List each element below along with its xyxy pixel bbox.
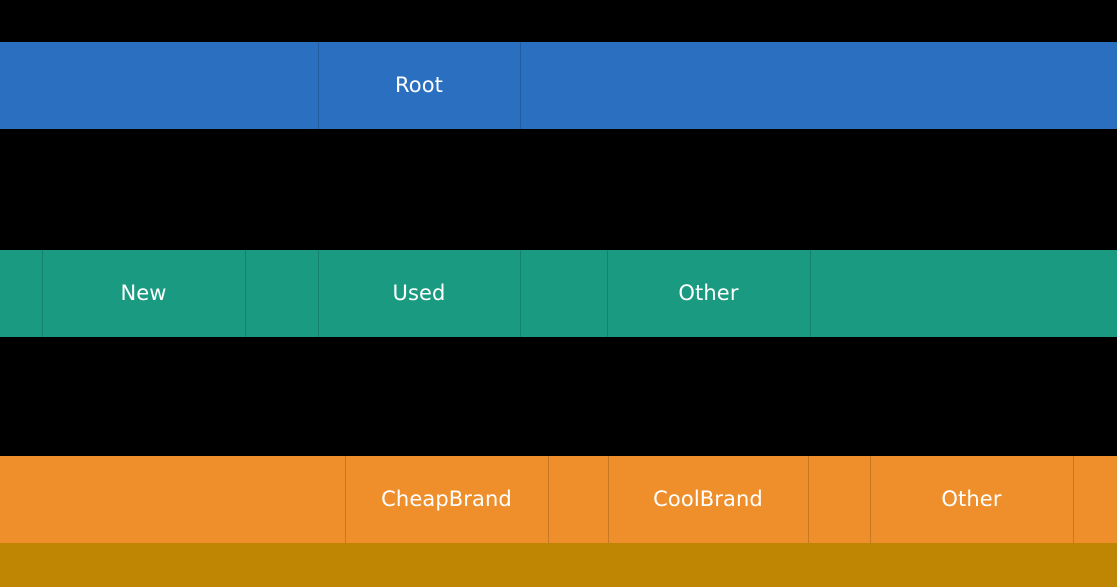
icicle-segment-coolbrand[interactable]: CoolBrand (608, 456, 808, 543)
icicle-segment-label: New (120, 281, 167, 305)
icicle-segment-label: Root (395, 73, 443, 97)
icicle-segment-label: CoolBrand (653, 487, 763, 511)
icicle-segment-condition-level-0[interactable] (0, 250, 42, 337)
chart-level-2: CheapBrand CoolBrand Other (0, 456, 1117, 543)
icicle-segment-label: Other (941, 487, 1002, 511)
icicle-segment-label: Used (392, 281, 446, 305)
chart-level-3 (0, 543, 1117, 587)
chart-level-1: New Used Other (0, 250, 1117, 337)
icicle-segment-condition-level-2[interactable] (245, 250, 318, 337)
icicle-segment-leaf-level-0[interactable] (0, 543, 1117, 587)
icicle-segment-new[interactable]: New (42, 250, 245, 337)
icicle-segment-brand-level-6[interactable] (1073, 456, 1117, 543)
icicle-segment-condition-level-6[interactable] (810, 250, 1117, 337)
icicle-segment-condition-level-4[interactable] (520, 250, 607, 337)
chart-level-0: Root (0, 42, 1117, 129)
icicle-segment-cheapbrand[interactable]: CheapBrand (345, 456, 548, 543)
icicle-segment-root-level-0[interactable] (0, 42, 318, 129)
icicle-segment-other[interactable]: Other (870, 456, 1073, 543)
icicle-segment-label: CheapBrand (381, 487, 512, 511)
icicle-segment-root[interactable]: Root (318, 42, 520, 129)
icicle-segment-other[interactable]: Other (607, 250, 810, 337)
icicle-segment-used[interactable]: Used (318, 250, 520, 337)
icicle-segment-brand-level-0[interactable] (0, 456, 345, 543)
icicle-segment-label: Other (678, 281, 739, 305)
icicle-segment-brand-level-2[interactable] (548, 456, 608, 543)
icicle-segment-root-level-2[interactable] (520, 42, 1117, 129)
icicle-segment-brand-level-4[interactable] (808, 456, 870, 543)
